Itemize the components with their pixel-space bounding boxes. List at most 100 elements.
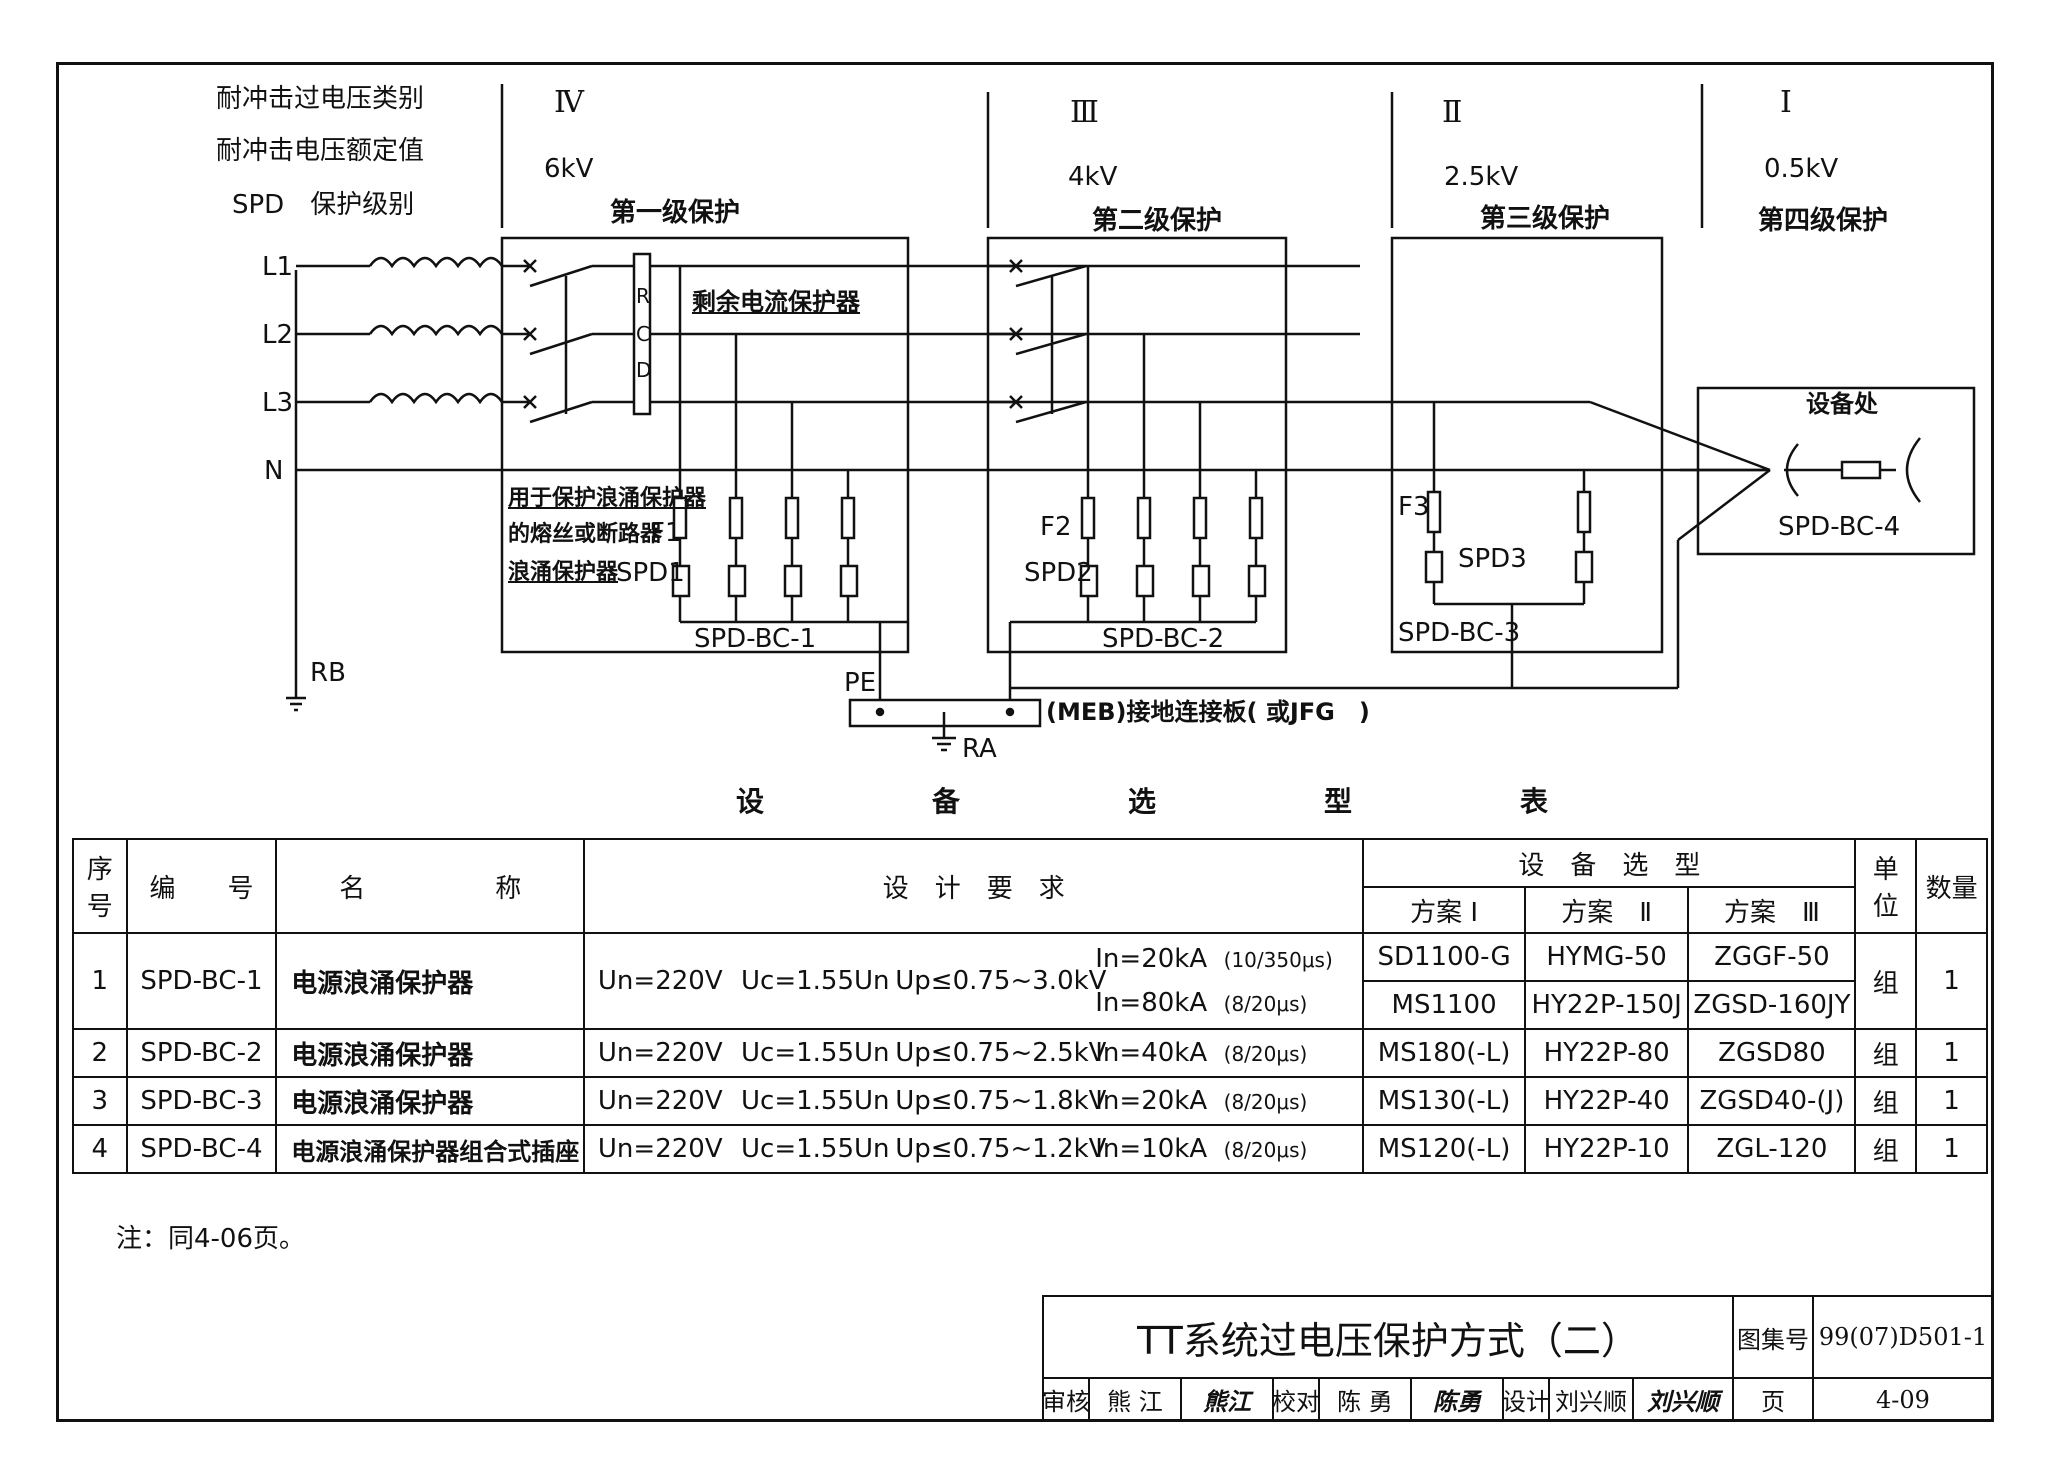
category-roman: Ⅰ: [1780, 85, 1792, 120]
cell-plan-2: HY22P-10: [1523, 1124, 1690, 1174]
stage3-spd-legs: [1424, 402, 1594, 688]
rcd-device: [632, 252, 652, 416]
spd1-label: SPD1: [616, 558, 685, 588]
category-roman: Ⅲ: [1070, 95, 1099, 130]
line-label-l1: L1: [262, 252, 294, 282]
uc-value: Uc=1.55Un: [741, 1038, 890, 1068]
cell-name: 电源浪涌保护器: [275, 1028, 586, 1078]
stage2-spd-legs: [1010, 266, 1267, 624]
cell-code: SPD-BC-3: [125, 1076, 278, 1126]
category-voltage: 0.5kV: [1764, 154, 1839, 184]
cell-code: SPD-BC-4: [125, 1124, 278, 1174]
cell-unit: 组: [1854, 1028, 1918, 1078]
waveform: (10/350μs): [1223, 948, 1333, 972]
inductor-coil: [368, 256, 504, 405]
title-block: TT系统过电压保护方式（二） 图集号 99(07)D501-1 审核 熊 江 熊…: [1042, 1295, 1994, 1422]
equipment-selection-table: 序号 编 号 名 称 设 计 要 求 设 备 选 型 单位 数量 方案 Ⅰ 方案…: [72, 838, 1988, 1174]
f3-label: F3: [1398, 492, 1430, 522]
cell-plan-1: MS120(-L): [1362, 1124, 1526, 1174]
fuse-note: 用于保护浪涌保护器: [508, 486, 707, 511]
drawing-title: TT系统过电压保护方式（二）: [1044, 1297, 1734, 1379]
header-plan-3: 方案 Ⅲ: [1687, 886, 1857, 934]
un-value: Un=220V: [597, 966, 723, 996]
stage2-box: [986, 236, 1288, 654]
header-unit: 单位: [1854, 838, 1918, 934]
table-title: 设 备 选 型 表: [736, 785, 1549, 818]
uc-value: Uc=1.55Un: [741, 1134, 890, 1164]
page-number: 4-09: [1876, 1385, 1930, 1414]
page-label: 页: [1734, 1379, 1814, 1420]
stage3-box: [1390, 236, 1664, 654]
category-voltage: 6kV: [544, 154, 594, 184]
category-level: 第四级保护: [1758, 206, 1889, 236]
cell-name: 电源浪涌保护器: [275, 932, 586, 1030]
header-code: 编 号: [125, 838, 278, 934]
cell-unit: 组: [1854, 1076, 1918, 1126]
in-value: In=40kA: [1095, 1038, 1208, 1068]
note: 注：同4-06页。: [116, 1224, 306, 1254]
rcd-letter: D: [636, 358, 652, 382]
device-label: 设备处: [1806, 390, 1878, 418]
un-value: Un=220V: [597, 1086, 723, 1116]
cell-qty: 1: [1915, 1076, 1988, 1126]
header-selection: 设 备 选 型: [1362, 838, 1857, 888]
header-qty: 数量: [1915, 838, 1988, 934]
designer-signature: 刘兴顺: [1634, 1379, 1734, 1420]
cell-plan-1: MS130(-L): [1362, 1076, 1526, 1126]
category-level: 第二级保护: [1092, 206, 1223, 236]
table-row: 3 SPD-BC-3 电源浪涌保护器 Un=220V Uc=1.55Un Up≤…: [72, 1076, 1988, 1126]
voltage-label: 耐冲击电压额定值: [216, 136, 425, 166]
category-label: 耐冲击过电压类别: [216, 84, 425, 114]
category-level: 第三级保护: [1480, 204, 1611, 234]
header-name: 名 称: [275, 838, 586, 934]
cell-plan-2: HY22P-80: [1523, 1028, 1690, 1078]
spd2-label: SPD2: [1024, 558, 1093, 588]
cell-qty: 1: [1915, 1028, 1988, 1078]
cell-code: SPD-BC-1: [125, 932, 278, 1030]
header-plan-1: 方案 Ⅰ: [1362, 886, 1526, 934]
header-requirement: 设 计 要 求: [583, 838, 1365, 934]
up-value: Up≤0.75~1.8kV: [895, 1086, 1107, 1116]
category-roman: Ⅱ: [1442, 95, 1463, 130]
in-value: In=80kA: [1095, 988, 1208, 1018]
box-label-spd-bc-2: SPD-BC-2: [1102, 624, 1225, 654]
meb-label: (MEB)接地连接板( 或JFG ): [1046, 698, 1370, 726]
line-label-l2: L2: [262, 320, 294, 350]
table-row: MS1100 HY22P-150J ZGSD-160JY: [73, 980, 1987, 1030]
checker-signature: 陈勇: [1412, 1379, 1504, 1420]
header-plan-2: 方案 Ⅱ: [1523, 886, 1690, 934]
cell-plan-3: ZGL-120: [1687, 1124, 1857, 1174]
rcd-label: 剩余电流保护器: [692, 288, 860, 316]
cell-requirement: Un=220V Uc=1.55Un Up≤0.75~1.8kV In=20kA …: [583, 1076, 1365, 1126]
box-label-spd-bc-1: SPD-BC-1: [694, 624, 817, 654]
cell-name: 电源浪涌保护器: [275, 1076, 586, 1126]
rb-earth-symbol: [286, 696, 306, 712]
waveform: (8/20μs): [1223, 1042, 1308, 1066]
up-value: Up≤0.75~3.0kV: [895, 966, 1107, 996]
ra-earth-symbol: [932, 736, 956, 752]
cell-plan-1: MS1100: [1362, 980, 1526, 1030]
box-label-spd-bc-3: SPD-BC-3: [1398, 618, 1521, 648]
cell-qty: 1: [1915, 1124, 1988, 1174]
cell-seq: 3: [72, 1076, 128, 1126]
waveform: (8/20μs): [1223, 1090, 1308, 1114]
ra-label: RA: [962, 734, 997, 764]
category-roman: Ⅳ: [554, 85, 584, 120]
in-value: In=10kA: [1095, 1134, 1208, 1164]
cell-plan-1: SD1100-G: [1362, 932, 1526, 982]
box-label-spd-bc-4: SPD-BC-4: [1778, 512, 1901, 542]
cell-plan-2: HY22P-150J: [1523, 980, 1690, 1030]
uc-value: Uc=1.55Un: [741, 1086, 890, 1116]
line-label-l3: L3: [262, 388, 294, 418]
cell-code: SPD-BC-2: [125, 1028, 278, 1078]
line-label-n: N: [264, 456, 284, 486]
un-value: Un=220V: [597, 1038, 723, 1068]
category-level: 第一级保护: [610, 198, 741, 228]
cell-plan-2: HY22P-40: [1523, 1076, 1690, 1126]
in-value: In=20kA: [1095, 944, 1208, 974]
category-voltage: 4kV: [1068, 162, 1118, 192]
check-label: 校对: [1272, 1379, 1320, 1420]
cell-requirement: Un=220V Uc=1.55Un Up≤0.75~3.0kV In=20kA …: [583, 932, 1365, 1030]
stage1-spd-legs: [671, 266, 908, 624]
